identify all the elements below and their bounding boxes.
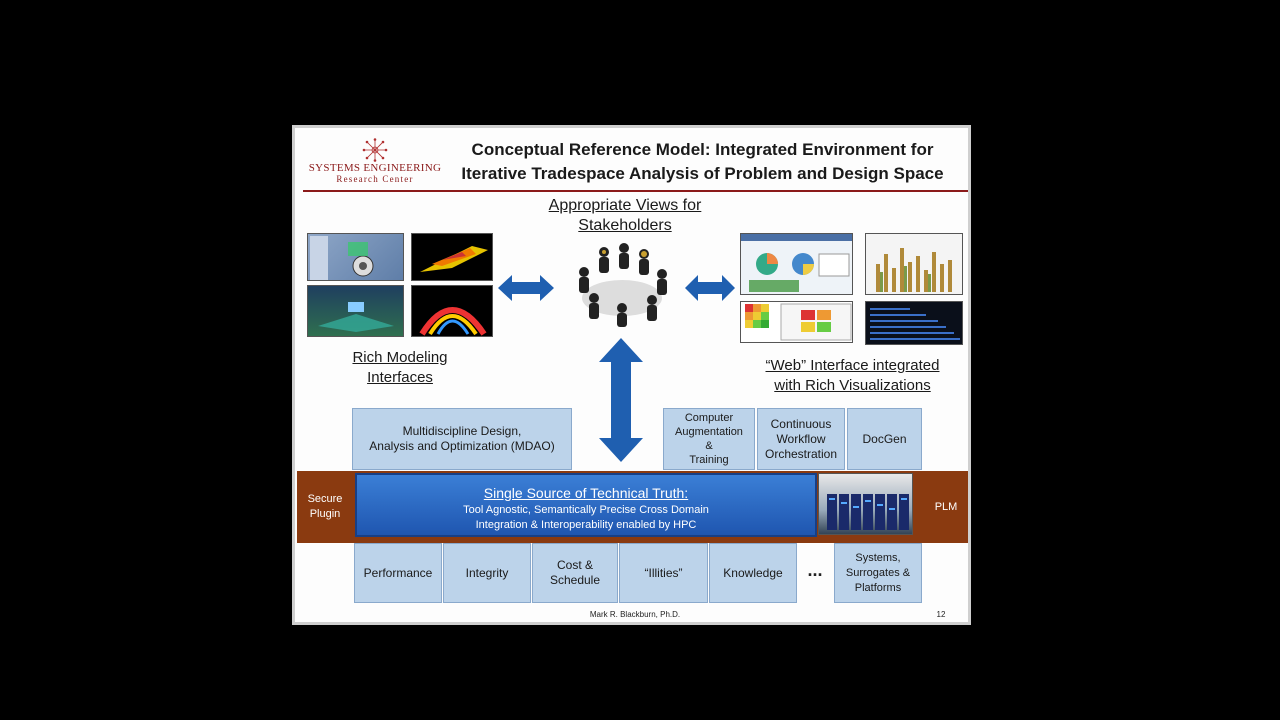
web-interface-line1: “Web” Interface integrated — [765, 357, 940, 374]
computer-augmentation-line4: Training — [689, 454, 729, 466]
computer-augmentation-line1: Computer — [684, 412, 734, 424]
right-double-arrow-icon — [685, 275, 735, 301]
integrity-box: Integrity — [443, 543, 531, 603]
views-label: Appropriate Views for Stakeholders — [515, 196, 735, 236]
docgen-box: DocGen — [847, 408, 922, 470]
hpc-datacenter-image — [818, 473, 913, 535]
computer-augmentation-line2: Augmentation — [675, 426, 743, 438]
slide-title-line2: Iterative Tradespace Analysis of Problem… — [461, 164, 944, 183]
performance-box: Performance — [354, 543, 442, 603]
technical-truth-line2: Integration & Interoperability enabled b… — [475, 519, 697, 531]
title-rule — [303, 190, 968, 192]
mdao-box: Multidiscipline Design, Analysis and Opt… — [352, 408, 572, 470]
secure-plugin-line1: Secure — [307, 493, 343, 505]
page-number: 12 — [936, 610, 946, 619]
vortex-plot-image — [419, 307, 487, 336]
illities-label: “Illities” — [644, 565, 683, 580]
landing-gear-image — [310, 236, 374, 280]
secure-plugin-line2: Plugin — [309, 508, 341, 520]
knowledge-box: Knowledge — [709, 543, 797, 603]
mdao-line2: Analysis and Optimization (MDAO) — [369, 439, 555, 453]
web-interface-label: “Web” Interface integrated with Rich Vis… — [745, 356, 960, 396]
technical-truth-box: Single Source of Technical Truth: Tool A… — [355, 473, 817, 537]
logo-text-line1: SYSTEMS ENGINEERING — [308, 162, 442, 174]
systems-line3: Platforms — [854, 581, 902, 594]
integrity-label: Integrity — [465, 565, 509, 580]
rich-modeling-line1: Rich Modeling — [352, 349, 448, 366]
mdao-line1: Multidiscipline Design, — [402, 424, 522, 438]
logo-text-line2: Research Center — [336, 174, 414, 184]
dashboard-image — [741, 234, 852, 292]
bar-chart-image — [876, 248, 952, 292]
knowledge-label: Knowledge — [723, 565, 783, 580]
views-label-line1: Appropriate Views for — [548, 197, 702, 214]
flight-sim-image — [318, 302, 394, 332]
rich-modeling-line2: Interfaces — [367, 369, 433, 386]
serc-logo: SYSTEMS ENGINEERING Research Center — [305, 136, 445, 186]
computer-augmentation-box: Computer Augmentation & Training — [663, 408, 755, 470]
systems-line2: Surrogates & — [845, 566, 911, 579]
plm-box: PLM — [921, 471, 968, 543]
slide-title: Conceptual Reference Model: Integrated E… — [440, 138, 965, 186]
performance-label: Performance — [363, 565, 433, 580]
aircraft-heatmap-image — [420, 246, 488, 272]
risk-matrix-image — [745, 303, 852, 341]
logo-network-icon — [362, 138, 388, 162]
workflow-orchestration-line3: Orchestration — [764, 446, 838, 461]
workflow-orchestration-box: Continuous Workflow Orchestration — [757, 408, 845, 470]
ellipsis: ... — [807, 560, 823, 580]
dark-chart-thumbnail — [865, 301, 963, 345]
plm-label: PLM — [934, 500, 958, 513]
systems-line1: Systems, — [855, 551, 901, 564]
stakeholders-image — [579, 243, 667, 327]
slide-title-line1: Conceptual Reference Model: Integrated E… — [471, 140, 934, 159]
views-label-line2: Stakeholders — [578, 217, 672, 234]
dashboard-thumbnail — [740, 233, 853, 295]
technical-truth-line1: Tool Agnostic, Semantically Precise Cros… — [463, 504, 709, 516]
server-racks-image — [827, 494, 909, 530]
workflow-orchestration-line1: Continuous — [770, 416, 832, 431]
systems-surrogates-box: Systems, Surrogates & Platforms — [834, 543, 922, 603]
dark-chart-image — [870, 308, 960, 340]
vortex-thumbnail — [411, 285, 493, 337]
illities-box: “Illities” — [619, 543, 708, 603]
secure-plugin-box: Secure Plugin — [297, 471, 353, 543]
cost-schedule-line1: Cost & — [556, 558, 593, 572]
rich-modeling-label: Rich Modeling Interfaces — [325, 348, 475, 388]
cost-schedule-box: Cost & Schedule — [532, 543, 618, 603]
author-footer: Mark R. Blackburn, Ph.D. — [589, 610, 681, 619]
web-interface-line2: with Rich Visualizations — [774, 377, 931, 394]
simulation-thumbnail — [307, 285, 404, 337]
risk-matrix-thumbnail — [740, 301, 853, 343]
technical-truth-title: Single Source of Technical Truth: — [483, 485, 689, 501]
left-double-arrow-icon — [498, 275, 554, 301]
docgen-label: DocGen — [862, 431, 907, 446]
aircraft-cfd-thumbnail — [411, 233, 493, 281]
cad-model-thumbnail — [307, 233, 404, 281]
bar-chart-thumbnail — [865, 233, 963, 295]
workflow-orchestration-line2: Workflow — [776, 431, 826, 446]
vertical-double-arrow-icon — [599, 338, 643, 462]
computer-augmentation-line3: & — [705, 440, 713, 452]
slide: SYSTEMS ENGINEERING Research Center Conc… — [292, 125, 971, 625]
cost-schedule-line2: Schedule — [549, 573, 601, 587]
